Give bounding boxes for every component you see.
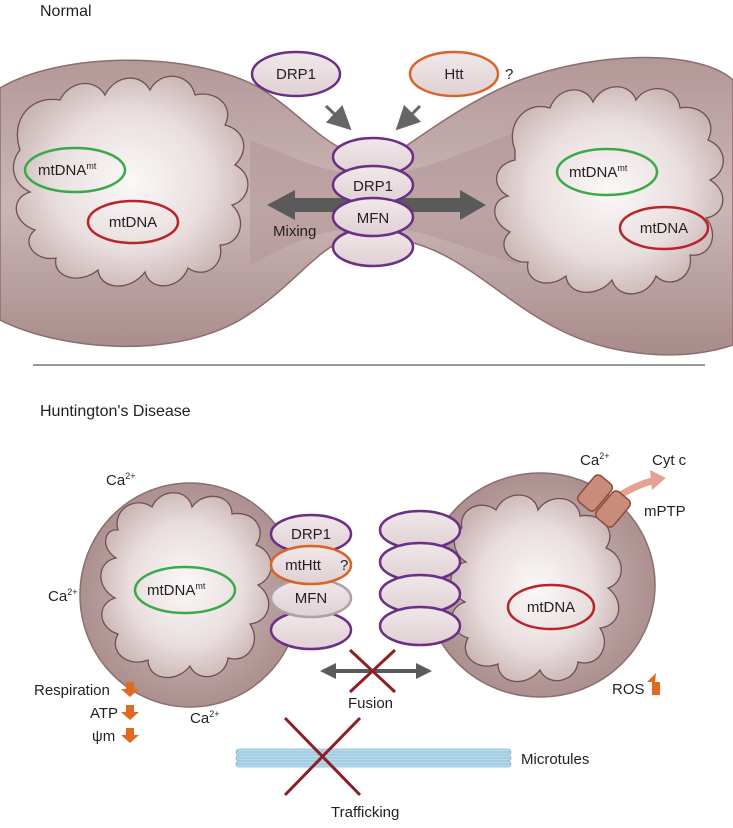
normal-left-mtdna-mut-label: mtDNAmt bbox=[38, 161, 97, 179]
hd-left-mtdna-mut-label: mtDNAmt bbox=[147, 581, 206, 599]
normal-stack-mfn-label: MFN bbox=[357, 210, 390, 227]
normal-right-mtdna-mut-label: mtDNAmt bbox=[569, 163, 628, 181]
hd-left-inner-membrane bbox=[100, 492, 272, 679]
ros-label: ROS bbox=[612, 681, 645, 698]
hd-left-stack-mthtt-disc bbox=[269, 544, 353, 586]
atp-down-arrow-icon bbox=[121, 705, 139, 720]
hd-heading: Huntington's Disease bbox=[40, 403, 191, 420]
respiration-label: Respiration bbox=[34, 682, 110, 699]
hd-stack-mfn-label: MFN bbox=[295, 590, 328, 607]
calcium-label-top: Ca2+ bbox=[106, 471, 135, 489]
psi-m-down-arrow-icon bbox=[121, 728, 139, 743]
fusion-block-cross-b bbox=[348, 648, 397, 694]
normal-left-mtdna-oval bbox=[86, 199, 180, 245]
hd-right-stack-disc-4 bbox=[378, 605, 462, 647]
hd-stack-mthtt-label: mtHtt bbox=[285, 557, 322, 574]
normal-right-mtdna-mut-oval bbox=[555, 147, 659, 197]
normal-htt-arrow bbox=[395, 104, 422, 131]
normal-htt-oval-label: Htt bbox=[444, 66, 464, 83]
microtubules-label: Microtules bbox=[521, 751, 589, 768]
normal-mixing-label: Mixing bbox=[273, 223, 316, 240]
microtubules bbox=[235, 748, 512, 768]
mptp-label: mPTP bbox=[644, 503, 686, 520]
normal-heading: Normal bbox=[40, 3, 92, 20]
respiration-down-arrow-icon bbox=[121, 682, 139, 697]
normal-htt-question: ? bbox=[505, 66, 513, 83]
normal-left-mtdna-label: mtDNA bbox=[109, 214, 157, 231]
calcium-label-pore: Ca2+ bbox=[580, 451, 609, 469]
normal-htt-oval bbox=[408, 50, 500, 98]
fusion-arrow-right-head bbox=[416, 663, 432, 679]
normal-right-mtdna-label: mtDNA bbox=[640, 220, 688, 237]
cyt-c-arrowhead bbox=[650, 470, 666, 490]
normal-stack-drp1-label: DRP1 bbox=[353, 178, 393, 195]
normal-drp1-oval-label: DRP1 bbox=[276, 66, 316, 83]
hd-right-mtdna-label: mtDNA bbox=[527, 599, 575, 616]
normal-drp1-arrow bbox=[324, 104, 352, 131]
calcium-label-bottom: Ca2+ bbox=[190, 709, 219, 727]
normal-stack-disc-3 bbox=[331, 196, 415, 238]
hd-stack-question: ? bbox=[340, 557, 348, 574]
normal-drp1-oval bbox=[250, 50, 342, 98]
psi-m-label: ψm bbox=[92, 728, 115, 745]
normal-right-mtdna-oval bbox=[618, 205, 710, 251]
ros-up-arrow-icon bbox=[647, 673, 660, 695]
calcium-label-left: Ca2+ bbox=[48, 587, 77, 605]
hd-right-inner-membrane bbox=[450, 494, 622, 683]
trafficking-block-cross-b bbox=[283, 716, 362, 797]
trafficking-label: Trafficking bbox=[331, 804, 399, 821]
normal-left-inner-membrane bbox=[12, 75, 249, 287]
normal-left-mtdna-mut-oval bbox=[23, 146, 127, 194]
hd-right-mtdna-oval bbox=[506, 583, 596, 631]
normal-right-inner-membrane bbox=[494, 86, 724, 295]
hd-left-mtdna-mut-oval bbox=[133, 565, 237, 615]
cyt-c-label: Cyt c bbox=[652, 452, 687, 469]
fusion-label: Fusion bbox=[348, 695, 393, 712]
mptp-channel bbox=[576, 474, 632, 528]
fusion-arrow-left-head bbox=[320, 663, 336, 679]
atp-label: ATP bbox=[90, 705, 118, 722]
hd-stack-drp1-label: DRP1 bbox=[291, 526, 331, 543]
